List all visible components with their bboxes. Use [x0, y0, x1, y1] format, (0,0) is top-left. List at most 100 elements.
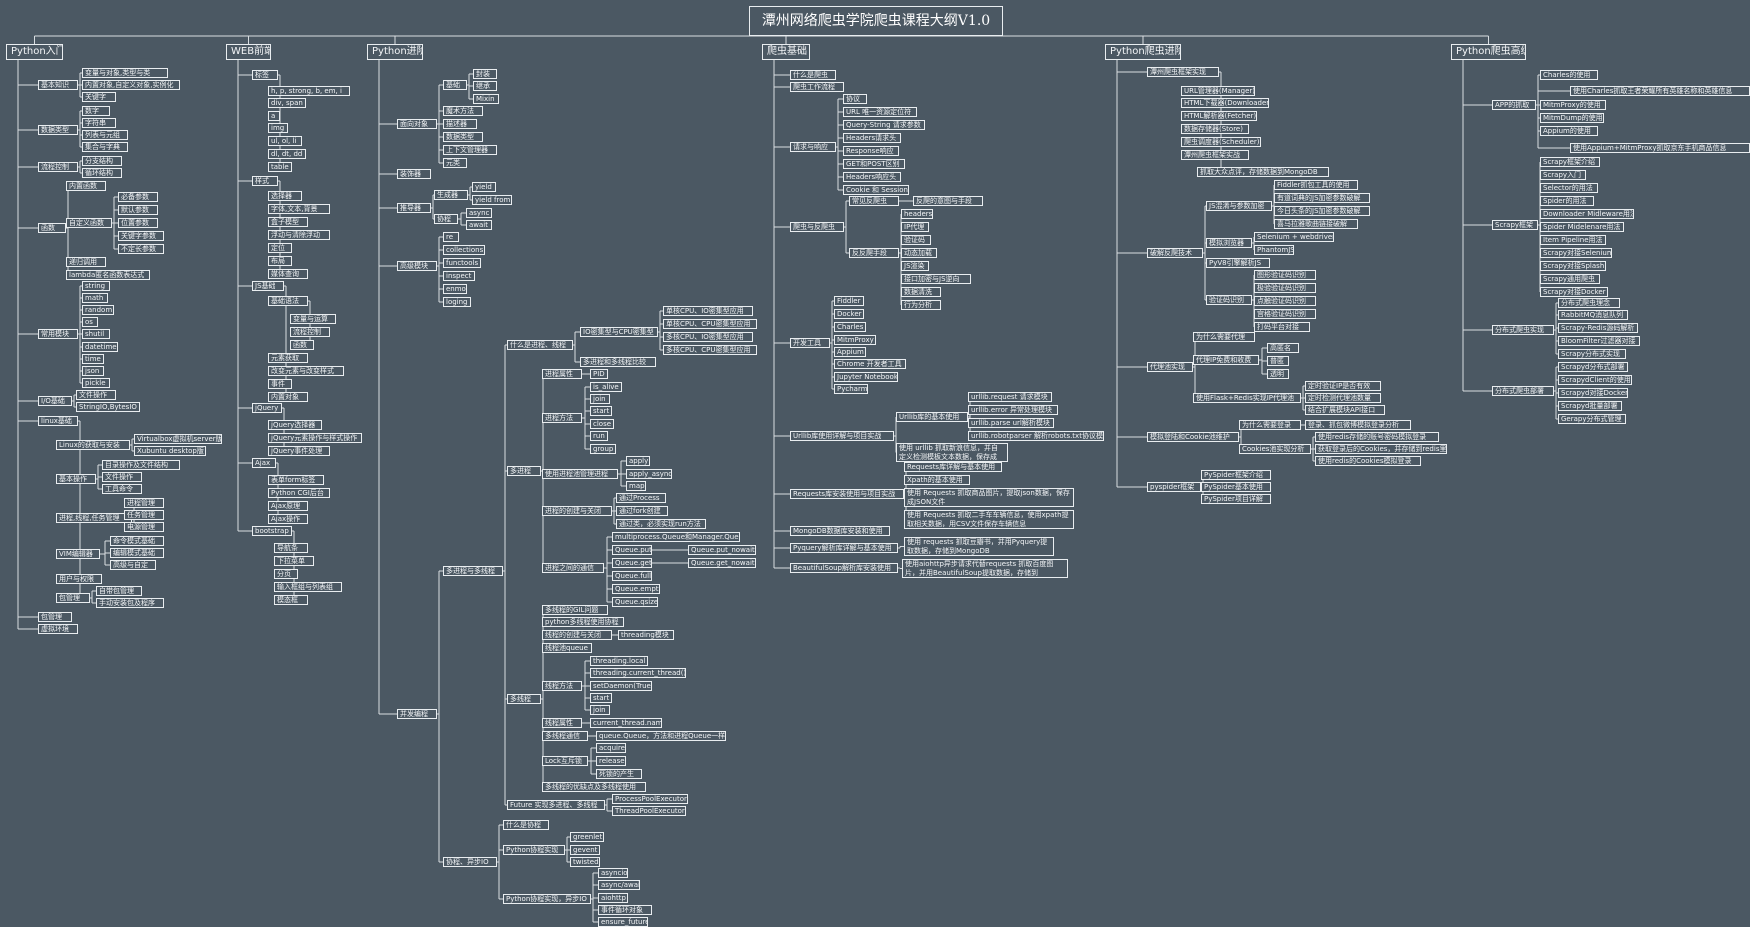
topic-node: 改变元素与改变样式: [268, 366, 344, 376]
topic-node: urllib.parse url解析模块: [968, 418, 1054, 428]
topic-node: 获取登录后的Cookies，并存储到redis里: [1315, 444, 1447, 454]
topic-node: Selector的用法: [1540, 183, 1598, 193]
topic-node: 多进程: [507, 466, 541, 476]
topic-node: Appium的使用: [1540, 126, 1598, 136]
topic-node: 工具命令: [102, 484, 142, 494]
topic-node: Python协程实现: [503, 845, 565, 855]
topic-node: 分布式爬虫理念: [1558, 298, 1620, 308]
topic-node: URL管理器(Manager): [1181, 86, 1255, 96]
topic-node: 自带包管理: [96, 586, 142, 596]
topic-node: 模态框: [274, 595, 308, 605]
topic-node: Downloader Midleware用法: [1540, 209, 1634, 219]
topic-node: 循环结构: [82, 168, 122, 178]
topic-node: 什么是爬虫: [790, 70, 836, 80]
topic-node: 透明: [1267, 369, 1289, 379]
topic-node: shutil: [82, 329, 110, 339]
topic-node: 自定义函数: [66, 218, 112, 228]
topic-node: 喜马拉雅歌曲链接破解: [1274, 219, 1358, 229]
topic-node: Mixin: [473, 94, 499, 104]
topic-node: 结合扩展模块API接口: [1305, 405, 1385, 415]
topic-node: 布局: [268, 256, 292, 266]
topic-node: Item Pipeline用法: [1540, 235, 1606, 245]
topic-node: BeautifulSoup解析库安装使用: [790, 563, 898, 573]
topic-node: Headers请求头: [843, 133, 901, 143]
topic-node: 定时检测代理池数量: [1305, 393, 1381, 403]
topic-node: MitmProxy: [834, 335, 876, 345]
topic-node: 字符串: [82, 118, 116, 128]
topic-node: BloomFilter过滤器对接: [1558, 336, 1640, 346]
topic-node: 事件循环对象: [598, 905, 652, 915]
topic-node: aiohttp: [598, 893, 628, 903]
topic-node: join: [590, 705, 610, 715]
topic-node: 继承: [473, 81, 497, 91]
topic-node: 使用 Requests 抓取商品图片，提取json数据，保存成JSON文件: [904, 488, 1074, 507]
topic-node: 手动安装包及程序: [96, 598, 164, 608]
topic-node: close: [590, 419, 614, 429]
topic-node: 元素获取: [268, 353, 308, 363]
topic-node: 不定长参数: [118, 244, 164, 254]
topic-node: 多线程: [507, 694, 541, 704]
topic-node: 进程的创建与关闭: [542, 506, 612, 516]
topic-node: run: [590, 431, 608, 441]
topic-node: 模拟登陆和Cookie池维护: [1147, 432, 1239, 442]
mindmap-title: 潭州网络爬虫学院爬虫课程大纲V1.0: [749, 6, 1003, 36]
topic-node: start: [590, 693, 612, 703]
topic-node: 单核CPU、IO密集型应用: [663, 306, 753, 316]
topic-node: ThreadPoolExecutor: [612, 806, 686, 816]
topic-node: 文件操作: [76, 390, 116, 400]
topic-node: re: [443, 232, 459, 242]
topic-node: 进程属性: [542, 369, 582, 379]
topic-node: 代理池实现: [1147, 362, 1193, 372]
topic-node: 有道词典的JS加密参数破解: [1274, 193, 1370, 203]
topic-node: 进程管理: [124, 498, 164, 508]
topic-node: setDaemon(True): [590, 681, 652, 691]
topic-node: h, p, strong, b, em, i: [268, 86, 350, 96]
topic-node: Query-String 请求参数: [843, 120, 925, 130]
topic-node: 目录操作及文件结构: [102, 460, 180, 470]
topic-node: datetime: [82, 342, 118, 352]
topic-node: Gerapy分布式管理: [1558, 414, 1626, 424]
topic-node: 验证码识别: [1206, 295, 1252, 305]
topic-node: Lock互斥锁: [542, 756, 588, 766]
topic-node: 多核CPU、CPU密集型应用: [663, 345, 757, 355]
topic-node: 输入框组与列表组: [274, 582, 342, 592]
topic-node: 使用redis的Cookies模拟登录: [1315, 456, 1421, 466]
topic-node: Ajax原理: [268, 501, 308, 511]
topic-node: Scrapyd批量部署: [1558, 401, 1622, 411]
topic-node: img: [268, 123, 288, 133]
topic-node: Scrapy分布式实现: [1558, 349, 1626, 359]
topic-node: IP代理: [901, 222, 929, 232]
topic-node: multiprocess.Queue和Manager.Queue: [612, 532, 740, 542]
topic-node: ScrapydClient的使用: [1558, 375, 1632, 385]
topic-node: 包管理: [56, 593, 90, 603]
topic-node: 为什么需要登录: [1239, 420, 1301, 430]
topic-node: 使用 urllib 抓取新浪信息，并自定义检测模板文本数据，保存成TXT文本文件: [896, 443, 1008, 462]
topic-node: 字体,文本,背景: [268, 204, 330, 214]
topic-node: 基本知识: [38, 80, 78, 90]
topic-node: 使用Flask+Redis实现IP代理池: [1193, 393, 1301, 403]
topic-node: 表单form标签: [268, 475, 324, 485]
topic-node: 使用Appium+MitmProxy抓取京东手机商品信息: [1570, 143, 1750, 153]
topic-node: Requests库安装使用与项目实战: [790, 489, 904, 499]
topic-node: 多线程的优缺点及多线程使用: [542, 782, 646, 792]
topic-node: async: [466, 208, 492, 218]
topic-node: 定时验证IP是否有效: [1305, 381, 1381, 391]
topic-node: greenlet: [570, 832, 604, 842]
topic-node: 动态加载: [901, 248, 937, 258]
topic-node: threading.local: [590, 656, 648, 666]
topic-node: 图形验证码识别: [1254, 270, 1316, 280]
topic-node: 使用 requests 抓取豆瓣书，并用Pyquery提取数据，存储到Mongo…: [904, 537, 1054, 556]
topic-node: PySpider基本使用: [1201, 482, 1271, 492]
topic-node: 函数: [38, 223, 66, 233]
topic-node: Docker: [834, 309, 864, 319]
topic-node: Spider Midelenare用法: [1540, 222, 1624, 232]
topic-node: I/O基础: [38, 396, 72, 406]
topic-node: 爬虫与反爬虫: [790, 222, 844, 232]
topic-node: 关键字参数: [118, 231, 164, 241]
topic-node: jQuery选择器: [268, 420, 322, 430]
topic-node: 基本操作: [56, 474, 96, 484]
topic-node: PyV8引擎解析JS: [1206, 258, 1270, 268]
topic-node: Queue.put: [612, 545, 652, 555]
topic-node: 导航条: [274, 543, 308, 553]
category-node: WEB前端: [226, 44, 271, 60]
